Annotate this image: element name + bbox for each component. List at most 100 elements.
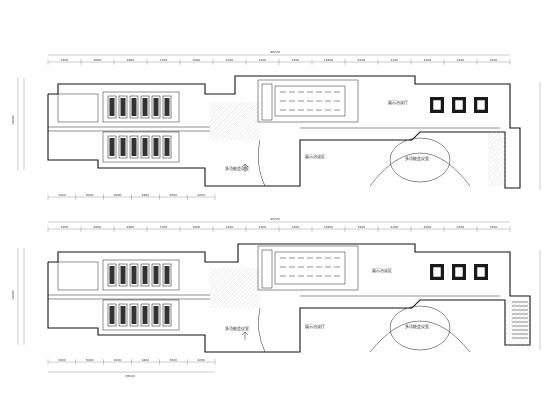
seating-area-2	[274, 251, 346, 285]
lower-floor-plan: 98720 5400 8000 4800 7200 9000 4200 4200 4200 12…	[11, 163, 541, 378]
cabinet-core	[109, 98, 115, 116]
dimension-label: 8100	[358, 58, 366, 62]
cabinet-core	[153, 98, 159, 116]
room-label-8: 多功能会议室	[405, 323, 429, 329]
dimension-label: 8000	[86, 358, 94, 362]
cabinet-core	[109, 306, 115, 324]
left-dimension-chain-2: 18000	[11, 248, 25, 345]
exterior-wall	[47, 75, 521, 189]
dimension-label: 8000	[94, 58, 102, 62]
cabinet-core	[164, 266, 170, 284]
dimension-label: 3200	[490, 58, 498, 62]
room-label-2: 多功能会议室	[225, 165, 249, 171]
curved-hall-wall-2	[369, 320, 471, 353]
room-label-5: 展示洽谈区	[372, 267, 392, 273]
cabinet-row-top-2	[107, 263, 172, 287]
corridor	[210, 102, 260, 140]
svg-text:18000: 18000	[11, 290, 15, 300]
equipment-room-bottom-2	[102, 299, 180, 331]
dimension-label: 4200	[259, 58, 267, 62]
room-label-4: 多功能会议室	[405, 155, 429, 161]
cabinet-core	[142, 266, 148, 284]
dimension-label: 5400	[61, 58, 69, 62]
dimension-label: 4200	[391, 225, 399, 229]
dimension-label: 9000	[193, 58, 201, 62]
left-room-2	[57, 261, 99, 291]
dimension-label: 12800	[324, 225, 334, 229]
corridor-2	[210, 268, 260, 308]
dimension-label: 4200	[424, 225, 432, 229]
top-dimension-chain-2: 98720 5400 8000 4800 7200 9000 4200 4200 4200 12…	[47, 217, 511, 232]
equipment-room-top-2	[102, 259, 180, 291]
right-equipment-room	[430, 97, 488, 113]
cabinet-core	[109, 266, 115, 284]
dimension-label: 4200	[197, 358, 205, 362]
seating-area	[274, 85, 346, 117]
cabinet-core	[120, 98, 126, 116]
left-dimension-chain: 18000	[11, 78, 25, 170]
cabinet-core	[153, 138, 159, 156]
svg-text:18000: 18000	[11, 115, 15, 125]
dimension-label: 3000	[169, 193, 177, 197]
seating-grid	[280, 91, 340, 111]
room-label-7: 展示洽谈厅	[305, 323, 325, 329]
dimension-label: 3400	[58, 193, 66, 197]
stage	[261, 83, 273, 121]
north-arrow-icon-upper	[241, 163, 249, 172]
cabinet-core	[164, 98, 170, 116]
dimension-label: 9400	[142, 358, 150, 362]
dimension-label: 9000	[193, 225, 201, 229]
right-equipment-room-2	[430, 264, 488, 280]
right-corridor	[488, 130, 506, 186]
dimension-label: 4200	[226, 58, 234, 62]
cabinet-row-top	[107, 95, 172, 119]
dimension-label: 7200	[160, 58, 168, 62]
stairs	[512, 301, 528, 339]
oval-display-2	[389, 305, 451, 351]
overall-dimension: 98720	[270, 50, 280, 54]
dimension-label: 5400	[61, 225, 69, 229]
dimension-label: 8100	[358, 225, 366, 229]
cabinet-core	[131, 266, 137, 284]
dimension-label: 4200	[292, 225, 300, 229]
north-arrow-icon	[241, 331, 249, 340]
room-label-3: 展示洽谈区	[305, 153, 325, 159]
cabinet-core	[164, 138, 170, 156]
dimension-label: 4800	[127, 225, 135, 229]
dimension-label: 3400	[58, 358, 66, 362]
dimension-label: 8000	[94, 225, 102, 229]
stage-2	[261, 249, 273, 289]
dimension-label: 9000	[114, 193, 122, 197]
room-label-1: 展示洽谈厅	[388, 99, 408, 105]
dimension-label: 4800	[127, 58, 135, 62]
cabinet-core	[120, 266, 126, 284]
dimension-label: 4200	[259, 225, 267, 229]
dimension-label: 4200	[457, 58, 465, 62]
cabinet-row-bottom	[107, 135, 172, 159]
equipment-room-top	[102, 91, 180, 123]
dimension-label: 7200	[160, 225, 168, 229]
cabinet-core	[142, 98, 148, 116]
cabinet-core	[120, 138, 126, 156]
cabinet-core	[153, 266, 159, 284]
auditorium	[257, 79, 359, 123]
cabinet-core	[164, 306, 170, 324]
left-room	[57, 93, 99, 123]
oval-display	[389, 137, 451, 183]
cabinet-row-bottom-2	[107, 303, 172, 327]
overall-bottom-dimension: 38000	[125, 374, 135, 378]
dimension-label: 3000	[169, 358, 177, 362]
equipment-room-bottom	[102, 131, 180, 163]
cabinet-core	[142, 306, 148, 324]
cabinet-core	[109, 138, 115, 156]
curved-wall-left-2	[258, 307, 266, 353]
seating-grid-2	[280, 257, 340, 277]
overall-dimension-2: 98720	[270, 217, 280, 221]
dimension-label: 4200	[457, 225, 465, 229]
dimension-label: 4200	[226, 225, 234, 229]
dimension-label: 4200	[391, 58, 399, 62]
